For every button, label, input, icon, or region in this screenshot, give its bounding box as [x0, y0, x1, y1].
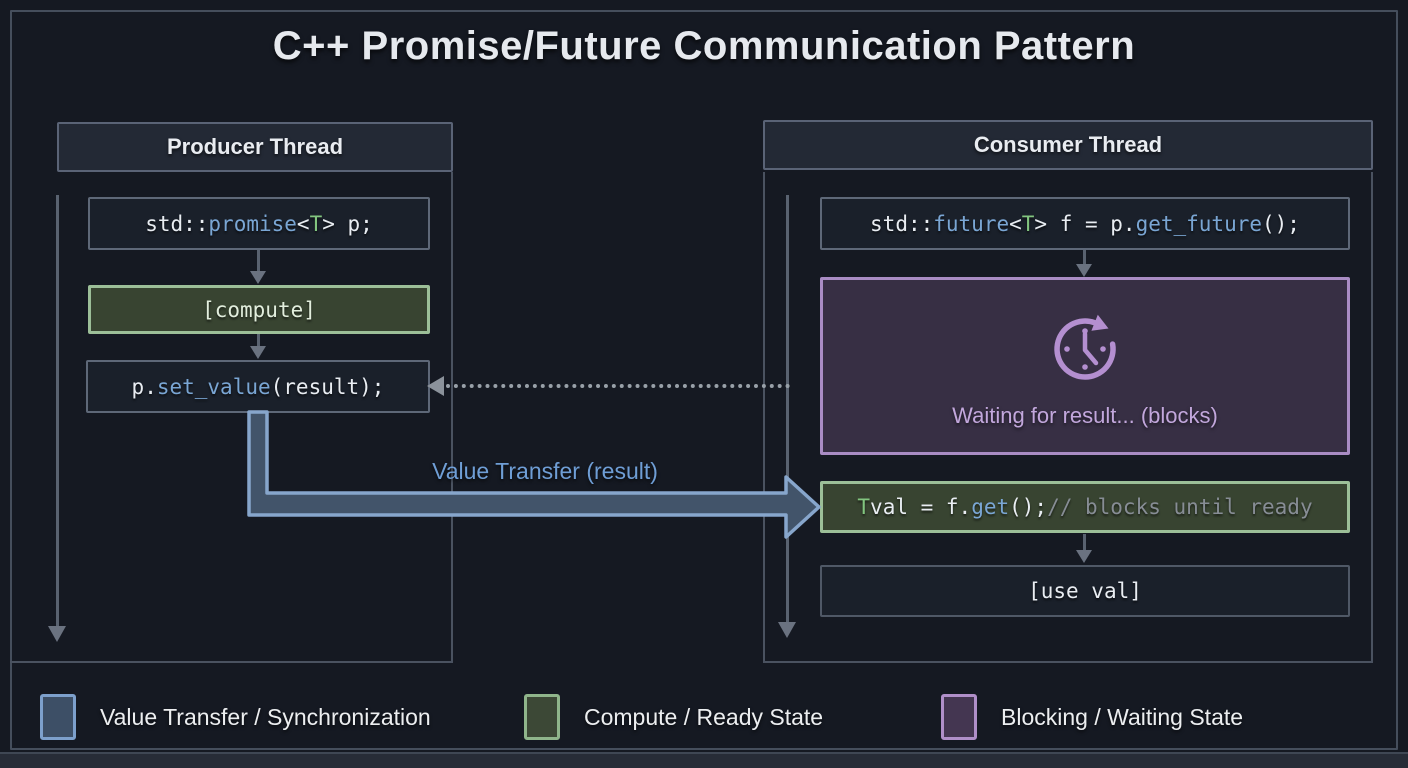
legend-swatch-blue — [40, 694, 76, 740]
legend-swatch-green — [524, 694, 560, 740]
sync-arrowhead-left-icon — [427, 376, 444, 396]
flow-arrow-down-icon — [250, 346, 266, 359]
producer-timeline-line — [56, 195, 59, 627]
legend-label: Value Transfer / Synchronization — [100, 703, 431, 730]
outer-frame — [10, 10, 1398, 750]
legend-item-compute: Compute / Ready State — [524, 694, 823, 740]
legend-item-value-transfer: Value Transfer / Synchronization — [40, 694, 431, 740]
legend-swatch-purple — [941, 694, 977, 740]
consumer-column-body — [763, 172, 1373, 663]
waiting-label: Waiting for result... (blocks) — [952, 403, 1218, 428]
legend-label: Compute / Ready State — [584, 703, 824, 730]
future-code-box: std::future<T> f = p.get_future(); — [820, 197, 1350, 250]
consumer-timeline-line — [786, 195, 789, 623]
flow-arrow-line — [257, 333, 260, 347]
promise-code-box: std::promise<T> p; — [88, 197, 430, 250]
legend-label: Blocking / Waiting State — [1001, 703, 1244, 730]
waiting-box: Waiting for result... (blocks) — [820, 277, 1350, 455]
flow-arrow-line — [1083, 250, 1086, 266]
consumer-thread-header: Consumer Thread — [763, 120, 1373, 170]
bottom-edge-strip — [0, 752, 1408, 768]
set-value-code-box: p.set_value(result); — [86, 360, 430, 413]
page-title: C++ Promise/Future Communication Pattern — [272, 24, 1136, 68]
clock-history-icon — [1054, 314, 1116, 380]
use-val-box: [use val] — [820, 565, 1350, 617]
flow-arrow-line — [1083, 534, 1086, 551]
flow-arrow-down-icon — [1076, 550, 1092, 563]
producer-column-body — [10, 172, 453, 663]
flow-arrow-line — [257, 250, 260, 272]
consumer-timeline-arrowhead-icon — [778, 622, 796, 638]
flow-arrow-down-icon — [250, 271, 266, 284]
producer-timeline-arrowhead-icon — [48, 626, 66, 642]
sync-dotted-line — [446, 384, 790, 388]
flow-arrow-down-icon — [1076, 264, 1092, 277]
value-transfer-label: Value Transfer (result) — [432, 458, 658, 484]
get-code-box: T val = f.get(); // blocks until ready — [820, 481, 1350, 533]
legend-item-blocking: Blocking / Waiting State — [941, 694, 1243, 740]
legend: Value Transfer / Synchronization Compute… — [0, 694, 1408, 742]
producer-thread-header: Producer Thread — [57, 122, 453, 172]
compute-box: [compute] — [88, 285, 430, 334]
